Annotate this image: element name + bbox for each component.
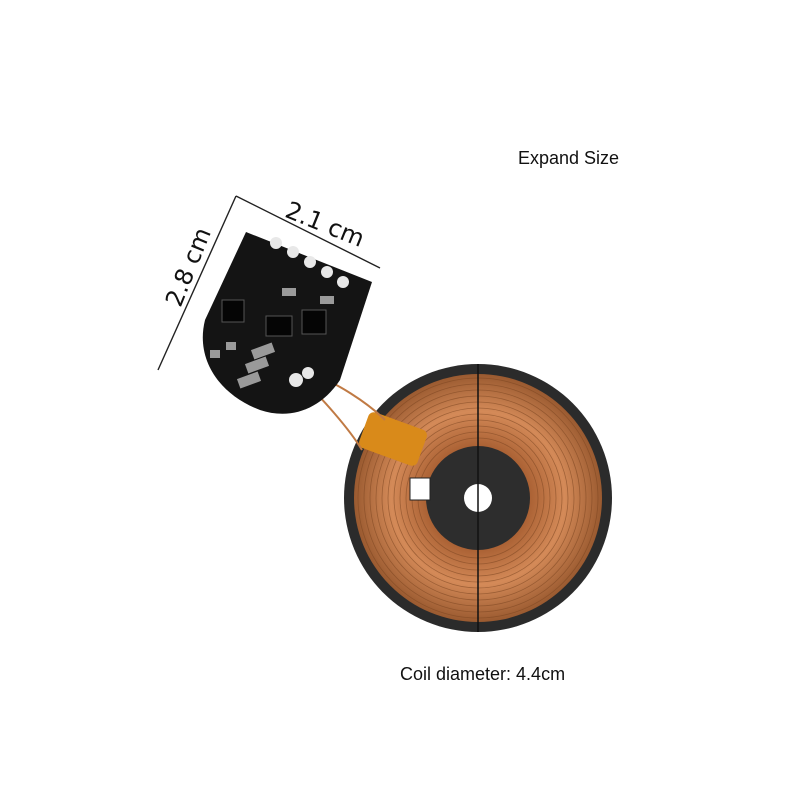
pcb-chips bbox=[221, 299, 327, 337]
expand-size-caption: Expand Size bbox=[518, 148, 620, 168]
coil-diameter-caption: Coil diameter: 4.4cm bbox=[400, 664, 566, 684]
width-dimension-line bbox=[235, 195, 381, 269]
coil bbox=[344, 364, 612, 632]
pcb-capacitors bbox=[210, 288, 334, 389]
kapton-tape bbox=[359, 412, 427, 466]
dimension-lines bbox=[157, 195, 381, 371]
height-dimension-line bbox=[157, 195, 237, 371]
pcb-board bbox=[202, 232, 372, 414]
pcb-pads bbox=[270, 237, 349, 387]
coil-notch bbox=[409, 477, 431, 501]
